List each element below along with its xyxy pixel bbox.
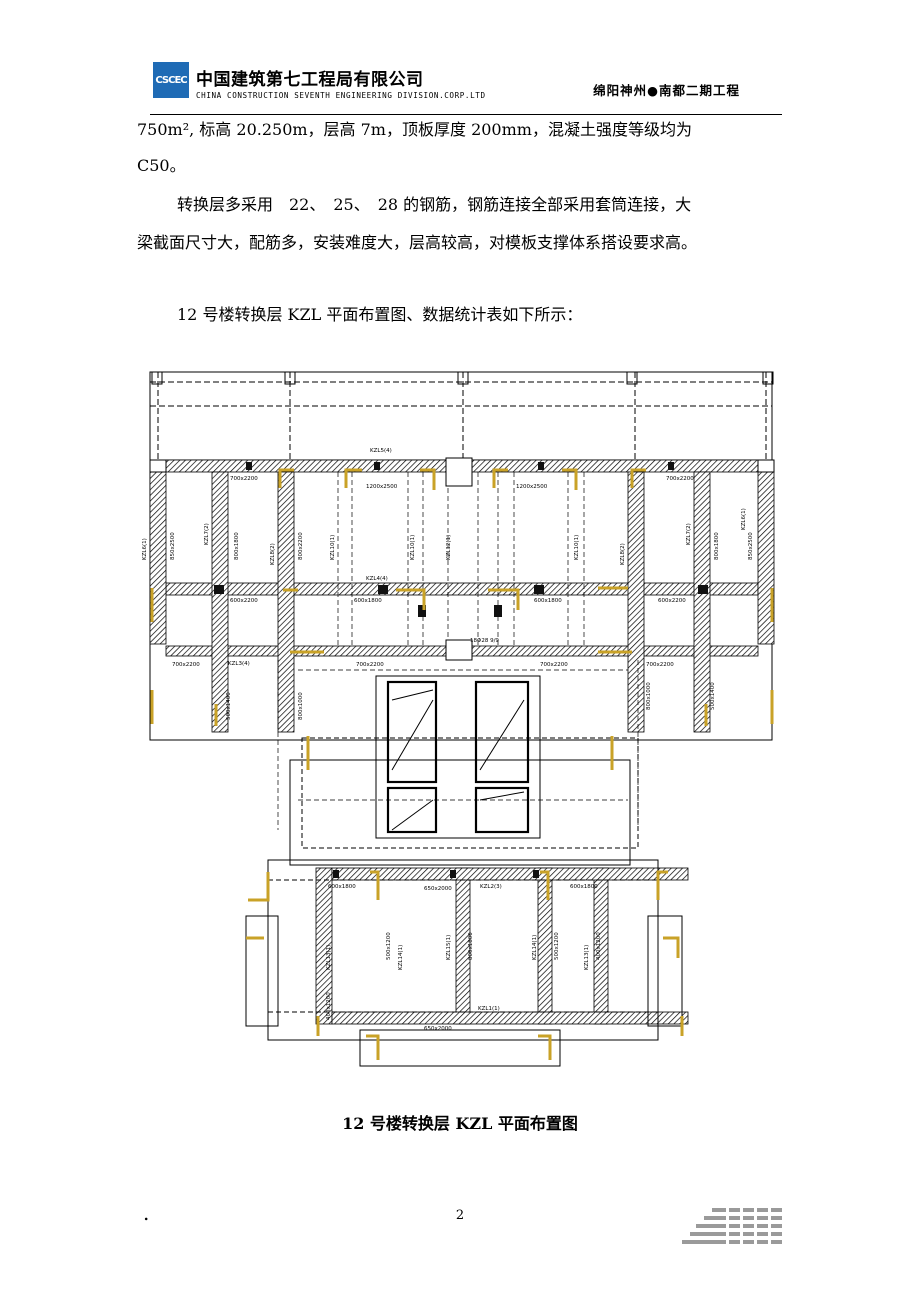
beam-labels: KZL5(4) KZL4(4) KZL3(4) KZL2(3) KZL1(1) … xyxy=(172,448,694,1032)
svg-text:500x1200: 500x1200 xyxy=(554,932,560,960)
svg-text:600x1800: 600x1800 xyxy=(534,598,562,604)
svg-text:600x1800: 600x1800 xyxy=(570,884,598,890)
svg-text:KZL6(1): KZL6(1) xyxy=(741,508,747,530)
svg-text:KZL14(1): KZL14(1) xyxy=(398,945,404,970)
svg-text:500x1400: 500x1400 xyxy=(710,682,716,710)
svg-text:500x1400: 500x1400 xyxy=(226,692,232,720)
svg-text:850x2500: 850x2500 xyxy=(748,532,754,560)
svg-text:800x2200: 800x2200 xyxy=(298,532,304,560)
vertical-labels: KZL6(1) KZL6(1) KZL7(2) KZL7(2) KZL8(2) … xyxy=(142,508,754,1020)
svg-text:KZL8(2): KZL8(2) xyxy=(620,543,626,565)
svg-text:KZL13(1): KZL13(1) xyxy=(326,945,332,970)
svg-text:800x1000: 800x1000 xyxy=(298,692,304,720)
body-line-4: 梁截面尺寸大，配筋多，安装难度大，层高较高，对模板支撑体系搭设要求高。 xyxy=(137,233,698,252)
svg-text:700x2200: 700x2200 xyxy=(230,476,258,482)
company-name-cn: 中国建筑第七工程局有限公司 xyxy=(196,70,424,90)
svg-text:800x1800: 800x1800 xyxy=(714,532,720,560)
columns xyxy=(149,457,775,878)
svg-text:KZL5(4): KZL5(4) xyxy=(370,448,392,454)
svg-text:700x2200: 700x2200 xyxy=(172,662,200,668)
figure-caption: 12 号楼转换层 KZL 平面布置图 xyxy=(342,1114,578,1133)
svg-text:KZL7(2): KZL7(2) xyxy=(686,523,692,545)
project-name: 绵阳神州●南都二期工程 xyxy=(593,83,740,98)
svg-text:18Φ28 9/9: 18Φ28 9/9 xyxy=(470,638,499,644)
svg-text:600x1800: 600x1800 xyxy=(354,598,382,604)
svg-text:600x1800: 600x1800 xyxy=(328,884,356,890)
svg-text:KZL10(1): KZL10(1) xyxy=(574,535,580,560)
svg-text:800x1000: 800x1000 xyxy=(646,682,652,710)
svg-text:850x2500: 850x2500 xyxy=(170,532,176,560)
svg-text:KZL12(1): KZL12(1) xyxy=(446,535,452,560)
svg-text:KZL10(1): KZL10(1) xyxy=(330,535,336,560)
lower-wing xyxy=(245,859,683,1067)
page-header: CSCEC 中国建筑第七工程局有限公司 CHINA CONSTRUCTION S… xyxy=(150,62,782,115)
core-area xyxy=(289,675,639,866)
upper-grid xyxy=(149,371,774,463)
svg-text:KZL13(1): KZL13(1) xyxy=(584,945,590,970)
svg-text:KZL3(4): KZL3(4) xyxy=(228,661,250,667)
column-markers xyxy=(150,468,774,1060)
svg-text:800x1800: 800x1800 xyxy=(234,532,240,560)
svg-text:KZL7(2): KZL7(2) xyxy=(204,523,210,545)
body-line-5: 12 号楼转换层 KZL 平面布置图、数据统计表如下所示： xyxy=(177,305,583,324)
svg-text:650x2000: 650x2000 xyxy=(424,886,452,892)
svg-text:600x2200: 600x2200 xyxy=(658,598,686,604)
svg-text:KZL10(1): KZL10(1) xyxy=(410,535,416,560)
svg-text:KZL8(2): KZL8(2) xyxy=(270,543,276,565)
footer-bullet: . xyxy=(143,1201,150,1225)
transfer-beams xyxy=(149,459,775,1025)
company-name-en: CHINA CONSTRUCTION SEVENTH ENGINEERING D… xyxy=(196,91,486,100)
svg-text:KZL1(1): KZL1(1) xyxy=(478,1006,500,1012)
svg-text:KZL15(1): KZL15(1) xyxy=(446,935,452,960)
svg-text:600x2200: 600x2200 xyxy=(230,598,258,604)
svg-text:650x2000: 650x2000 xyxy=(424,1026,452,1032)
svg-text:400x1200: 400x1200 xyxy=(326,992,332,1020)
body-line-2: C50。 xyxy=(137,156,186,175)
footer-logo xyxy=(682,1206,782,1246)
body-line-1: 750m², 标高 20.250m，层高 7m，顶板厚度 200mm，混凝土强度… xyxy=(137,120,692,139)
svg-text:700x2200: 700x2200 xyxy=(646,662,674,668)
body-line-3: 转换层多采用 22、 25、 28 的钢筋，钢筋连接全部采用套筒连接，大 xyxy=(177,195,692,214)
svg-text:KZL14(1): KZL14(1) xyxy=(532,935,538,960)
svg-text:1200x2500: 1200x2500 xyxy=(516,484,548,490)
svg-text:700x2200: 700x2200 xyxy=(666,476,694,482)
svg-text:400x1200: 400x1200 xyxy=(596,932,602,960)
kzl-floor-plan: KZL5(4) KZL4(4) KZL3(4) KZL2(3) KZL1(1) … xyxy=(142,371,775,1067)
company-logo: CSCEC xyxy=(153,62,189,98)
svg-text:KZL2(3): KZL2(3) xyxy=(480,884,502,890)
svg-text:800x1800: 800x1800 xyxy=(468,932,474,960)
svg-text:KZL4(4): KZL4(4) xyxy=(366,576,388,582)
svg-text:700x2200: 700x2200 xyxy=(540,662,568,668)
svg-text:700x2200: 700x2200 xyxy=(356,662,384,668)
svg-text:1200x2500: 1200x2500 xyxy=(366,484,398,490)
svg-text:500x1200: 500x1200 xyxy=(386,932,392,960)
svg-text:KZL6(1): KZL6(1) xyxy=(142,538,148,560)
page-number: 2 xyxy=(455,1208,465,1223)
